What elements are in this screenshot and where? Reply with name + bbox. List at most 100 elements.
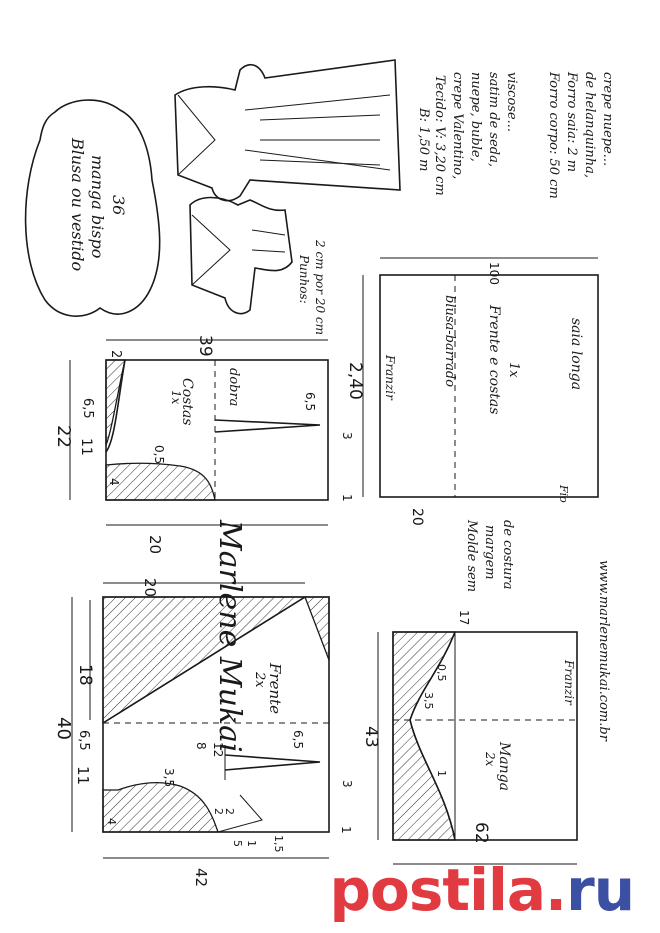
back-label: Costas bbox=[179, 378, 195, 425]
front-dim-small-2: 2 bbox=[212, 808, 225, 815]
front-dim-dart-side: 6,5 bbox=[291, 730, 305, 749]
watermark-main: postila bbox=[329, 856, 547, 924]
front-dim-small-2b: 2 bbox=[223, 808, 236, 815]
back-dim-shoulder: 2 bbox=[108, 350, 123, 358]
no-seam-line1: Molde sem bbox=[464, 519, 479, 592]
no-seam-note: Molde sem margem de costura bbox=[464, 519, 515, 592]
front-dim-small-1: 1 bbox=[245, 840, 258, 847]
back-dim-length: 39 bbox=[195, 335, 215, 357]
back-dim-small-4: 4 bbox=[107, 478, 121, 486]
dress-sketch-outline bbox=[174, 59, 401, 202]
sleeve-cap-curve bbox=[409, 631, 456, 841]
no-seam-line2: margem bbox=[482, 525, 497, 580]
fabric-line3: nuepe, buble, bbox=[468, 72, 483, 162]
fabric-line2: crepe Valentino, bbox=[450, 72, 465, 179]
cuffs-line1: Punhos: bbox=[297, 254, 311, 304]
front-armhole-hatch bbox=[102, 781, 219, 833]
back-dim-small-3: 3 bbox=[340, 432, 354, 440]
front-bodice-piece: 40 18 11 6,5 20 42 8 12 6,5 3,5 2 2 5 1 … bbox=[53, 578, 354, 887]
sleeve-width: 43 bbox=[361, 726, 381, 748]
skirt-long-label: saia longa bbox=[568, 318, 584, 390]
skirt-blouse-label: blusa-barrado bbox=[442, 295, 457, 387]
watermark-text: postila.ru bbox=[329, 856, 635, 924]
blouse-neck-line bbox=[191, 214, 231, 286]
back-dim-neck-w: 11 bbox=[78, 438, 94, 456]
fabric-b: B: 1,50 m bbox=[416, 107, 431, 171]
skirt-grain: Fio bbox=[557, 484, 570, 503]
fabric-forro2: Forro saia: 2 m bbox=[564, 71, 579, 172]
blouse-sketch-outline bbox=[189, 196, 293, 315]
front-label: Frente bbox=[266, 662, 284, 714]
cuffs-note: Punhos: 2 cm por 20 cm bbox=[297, 239, 327, 335]
sleeve-d1: 0,5 bbox=[435, 664, 448, 682]
title-line1: Blusa ou vestido bbox=[68, 137, 87, 271]
skirt-side: 20 bbox=[409, 508, 425, 526]
title-cloud-outline bbox=[24, 99, 161, 317]
front-neckline bbox=[102, 596, 306, 724]
sleeve-gather: Franzir bbox=[562, 659, 576, 706]
front-dim-bust: 3,5 bbox=[162, 768, 176, 787]
front-dim-small-5: 5 bbox=[231, 840, 244, 847]
back-count: 1x bbox=[169, 390, 183, 405]
back-dim-small-05: 0,5 bbox=[152, 445, 166, 464]
skirt-piece: 100 2,40 20 Franzir blusa-barrado Frente… bbox=[345, 257, 599, 526]
front-dim-top-width: 40 bbox=[53, 717, 74, 740]
skirt-label: Frente e costas bbox=[486, 304, 502, 414]
front-bust-dart bbox=[217, 794, 263, 833]
fabric-forro1: Forro corpo: 50 cm bbox=[546, 71, 561, 199]
fabric-notes: B: 1,50 m Tecido: V: 3,20 cm crepe Valen… bbox=[416, 71, 615, 199]
dress-hem-line bbox=[244, 149, 391, 171]
front-dim-side-top: 20 bbox=[141, 578, 159, 597]
skirt-count: 1x bbox=[506, 362, 521, 378]
front-dim-small-15: 1,5 bbox=[272, 835, 285, 853]
front-dim-small-3: 3 bbox=[340, 780, 354, 788]
back-fold-label: dobra bbox=[226, 368, 241, 406]
back-waist-dart bbox=[214, 419, 321, 433]
watermark-dot: . bbox=[545, 856, 567, 924]
skirt-outline bbox=[379, 274, 599, 498]
front-dim-dart-v: 12 bbox=[211, 742, 225, 757]
title-line3: 36 bbox=[109, 195, 128, 215]
fabric-forro4: crepe nuepe... bbox=[600, 72, 615, 166]
front-dim-dart-top: 8 bbox=[194, 742, 208, 750]
website: www.marlenemukai.com.br bbox=[596, 560, 611, 742]
no-seam-line3: de costura bbox=[500, 520, 515, 590]
front-dim-neck-w: 11 bbox=[74, 766, 92, 785]
skirt-height: 100 bbox=[487, 262, 501, 285]
cuffs-line2: 2 cm por 20 cm bbox=[313, 239, 327, 335]
sleeve-d3: 1 bbox=[435, 770, 448, 777]
sleeve-piece: 43 62 17 0,5 3,5 1 Franzir Manga 2x bbox=[361, 610, 578, 865]
back-dim-top-width: 22 bbox=[53, 425, 74, 448]
dress-gather-lines bbox=[259, 114, 381, 166]
dress-waist-line bbox=[244, 94, 391, 111]
back-bodice-piece: 22 11 6,5 2 0,5 4 39 20 6,5 3 1 Costas 1… bbox=[53, 335, 354, 554]
sleeve-count: 2x bbox=[483, 751, 497, 767]
fabric-line4: satim de seda, bbox=[486, 72, 501, 167]
watermark: postila.ru bbox=[0, 848, 660, 933]
title-cloud: Blusa ou vestido manga bispo 36 bbox=[24, 99, 161, 317]
front-waist-dart bbox=[224, 754, 321, 771]
front-dim-bottom-width: 42 bbox=[192, 868, 210, 887]
sleeve-d2: 3,5 bbox=[422, 692, 435, 710]
fabric-line5: viscose... bbox=[504, 72, 519, 132]
front-dim-neck-d: 6,5 bbox=[76, 730, 91, 751]
sleeve-label: Manga bbox=[496, 741, 512, 791]
watermark-tld: ru bbox=[566, 856, 635, 924]
front-count: 2x bbox=[252, 671, 267, 688]
skirt-gather: Franzir bbox=[383, 354, 397, 401]
front-side-hatch bbox=[304, 596, 330, 661]
signature: Marlene Mukai bbox=[212, 519, 247, 753]
front-dim-upper-seg: 18 bbox=[75, 664, 95, 686]
sleeve-height: 62 bbox=[471, 822, 491, 844]
garment-sketches bbox=[174, 59, 401, 315]
back-neckline bbox=[105, 359, 126, 453]
fabric-forro3: de helanquinha, bbox=[582, 72, 597, 178]
blouse-gather-lines bbox=[251, 229, 286, 253]
back-dim-dart-d: 6,5 bbox=[303, 392, 317, 411]
front-dim-small-4: 4 bbox=[105, 818, 118, 825]
back-dim-neck-d: 6,5 bbox=[80, 398, 95, 419]
dress-neck-line bbox=[177, 94, 216, 176]
back-armhole-hatch bbox=[105, 462, 216, 501]
skirt-width: 2,40 bbox=[345, 362, 365, 400]
